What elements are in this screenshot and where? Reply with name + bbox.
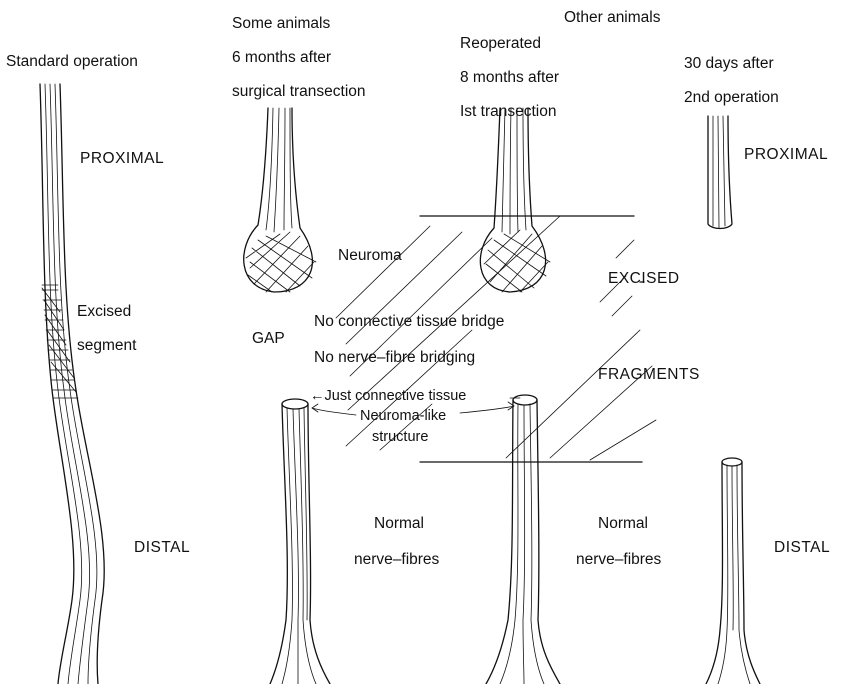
just-connective-tissue-label: ←Just connective tissue xyxy=(310,389,466,404)
excised-label: EXCISED xyxy=(608,271,680,287)
other-normal-label-2: nerve–fibres xyxy=(576,552,661,568)
reoperated-label-2: 8 months after xyxy=(460,70,559,86)
neuroma-label: Neuroma xyxy=(338,248,402,264)
some-normal-label-2: nerve–fibres xyxy=(354,552,439,568)
neuroma-like-label-1: Neuroma-like xyxy=(360,409,446,424)
thirty-days-distal-label: DISTAL xyxy=(774,540,830,556)
other-normal-label-1: Normal xyxy=(598,516,648,532)
standard-nerve xyxy=(40,84,104,684)
thirty-days-proximal-label: PROXIMAL xyxy=(744,147,828,163)
excised-segment-label-2: segment xyxy=(77,338,136,354)
reoperated-label-1: Reoperated xyxy=(460,36,541,52)
some-normal-label-1: Normal xyxy=(374,516,424,532)
thirty-days-distal-stump xyxy=(706,458,760,684)
reoperated-label-3: Ist transection xyxy=(460,104,557,120)
standard-distal-label: DISTAL xyxy=(134,540,190,556)
some-animals-distal-stump xyxy=(270,399,330,684)
no-connective-bridge-label: No connective tissue bridge xyxy=(314,314,504,330)
other-animals-distal-stump xyxy=(486,395,560,684)
standard-proximal-label: PROXIMAL xyxy=(80,151,164,167)
thirty-days-title-1: 30 days after xyxy=(684,56,774,72)
gap-label: GAP xyxy=(252,331,285,347)
some-animals-title-1: Some animals xyxy=(232,16,330,32)
other-animals-title: Other animals xyxy=(564,10,660,26)
some-animals-proximal-stump xyxy=(244,108,316,292)
excised-segment-label-1: Excised xyxy=(77,304,131,320)
thirty-days-proximal-stump xyxy=(708,116,732,229)
other-animals-proximal-stump xyxy=(480,108,550,292)
some-animals-title-3: surgical transection xyxy=(232,84,366,100)
neuroma-like-label-2: structure xyxy=(372,430,428,445)
fragments-label: FRAGMENTS xyxy=(598,367,700,383)
thirty-days-title-2: 2nd operation xyxy=(684,90,779,106)
some-animals-title-2: 6 months after xyxy=(232,50,331,66)
standard-operation-title: Standard operation xyxy=(6,54,138,70)
no-fibre-bridging-label: No nerve–fibre bridging xyxy=(314,350,475,366)
